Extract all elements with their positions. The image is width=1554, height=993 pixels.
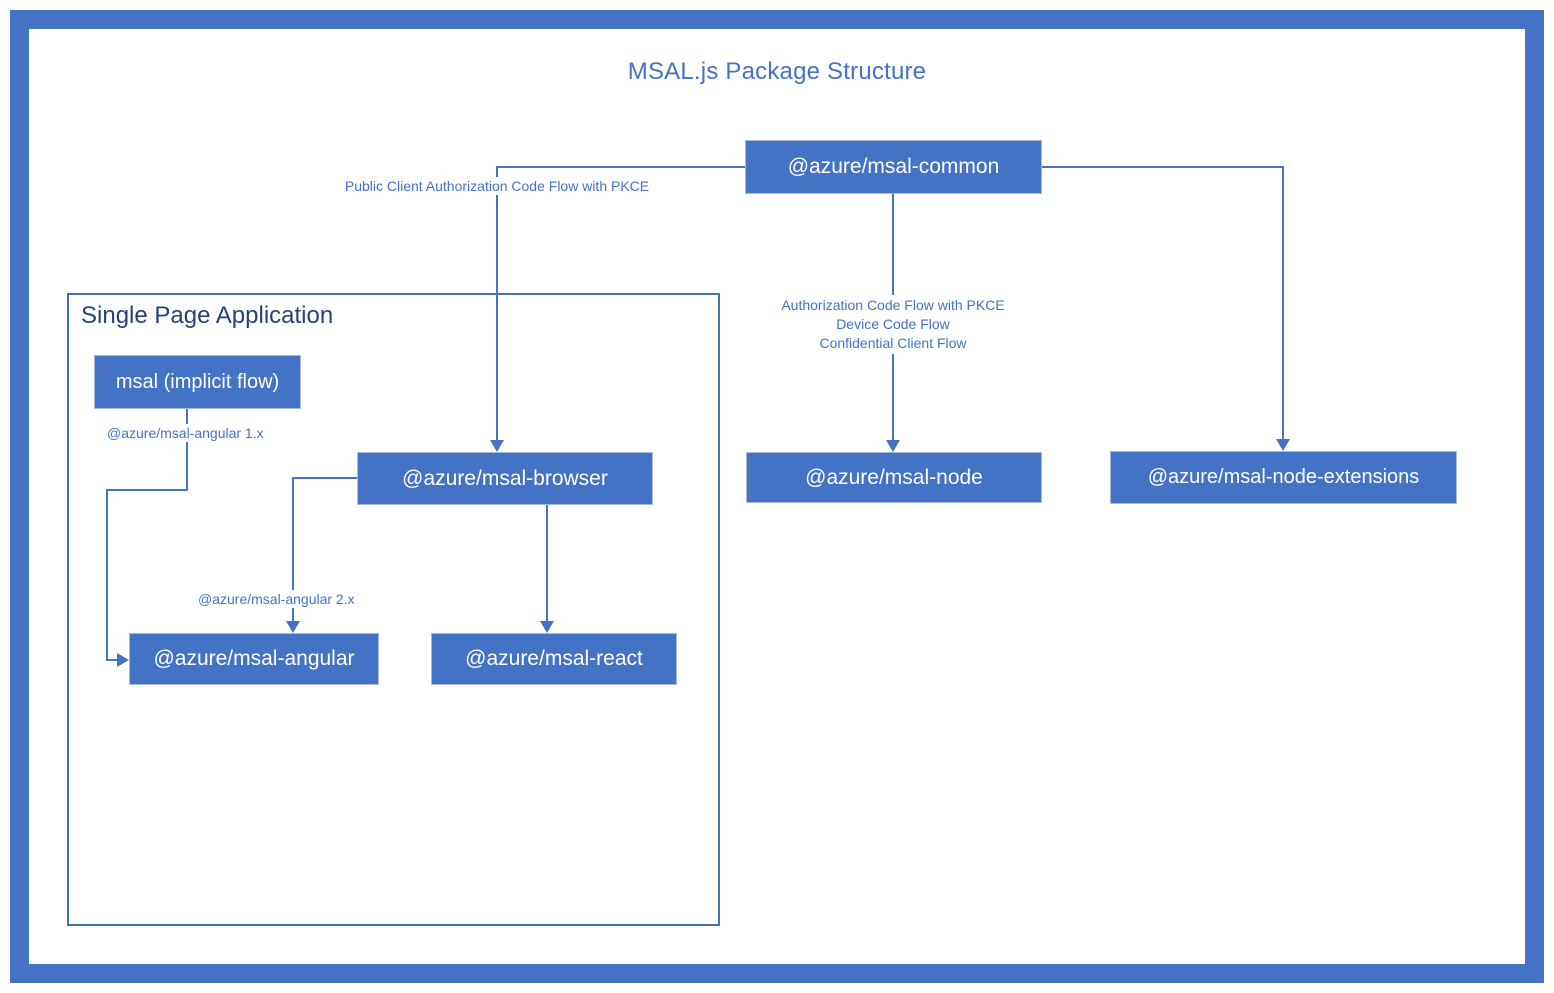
node-msal-implicit-flow: msal (implicit flow) xyxy=(94,355,301,409)
node-msal-browser: @azure/msal-browser xyxy=(357,452,653,505)
edge-common-to-node-extensions-vertical xyxy=(1282,166,1284,439)
diagram-title: MSAL.js Package Structure xyxy=(627,58,927,85)
arrowhead-into-msal-angular-side-icon xyxy=(117,653,129,667)
group-heading-single-page-application: Single Page Application xyxy=(81,302,334,329)
edge-label-msal-angular-2x: @azure/msal-angular 2.x xyxy=(195,590,358,608)
edge-browser-to-angular-vertical xyxy=(292,477,294,621)
arrowhead-into-msal-node-icon xyxy=(886,440,900,452)
arrowhead-into-msal-browser-icon xyxy=(490,440,504,452)
edge-implicit-to-angular-horizontal-1 xyxy=(106,489,188,491)
edge-common-to-browser-vertical xyxy=(496,166,498,440)
edge-label-node-flows-line3: Confidential Client Flow xyxy=(819,335,967,351)
edge-browser-to-react-vertical xyxy=(546,505,548,621)
edge-implicit-to-angular-vertical-1 xyxy=(186,409,188,491)
node-msal-react: @azure/msal-react xyxy=(431,633,677,685)
edge-label-node-flows: Authorization Code Flow with PKCE Device… xyxy=(778,295,1008,354)
node-msal-angular: @azure/msal-angular xyxy=(129,633,379,685)
edge-browser-to-angular-horizontal xyxy=(292,477,357,479)
group-single-page-application xyxy=(67,293,720,926)
edge-label-node-flows-line1: Authorization Code Flow with PKCE xyxy=(781,297,1005,313)
edge-implicit-to-angular-horizontal-2 xyxy=(106,659,117,661)
edge-implicit-to-angular-vertical-2 xyxy=(106,489,108,661)
arrowhead-into-msal-react-icon xyxy=(540,621,554,633)
edge-label-public-client-flow: Public Client Authorization Code Flow wi… xyxy=(341,177,653,195)
edge-common-to-node-extensions-horizontal xyxy=(1042,166,1283,168)
arrowhead-into-msal-node-extensions-icon xyxy=(1276,439,1290,451)
node-msal-node: @azure/msal-node xyxy=(746,452,1042,503)
outer-frame xyxy=(10,10,1544,983)
edge-label-msal-angular-1x: @azure/msal-angular 1.x xyxy=(104,424,267,442)
edge-common-to-browser-horizontal xyxy=(497,166,745,168)
edge-label-node-flows-line2: Device Code Flow xyxy=(836,316,950,332)
node-msal-common: @azure/msal-common xyxy=(745,140,1042,194)
arrowhead-into-msal-angular-top-icon xyxy=(286,621,300,633)
node-msal-node-extensions: @azure/msal-node-extensions xyxy=(1110,451,1457,504)
